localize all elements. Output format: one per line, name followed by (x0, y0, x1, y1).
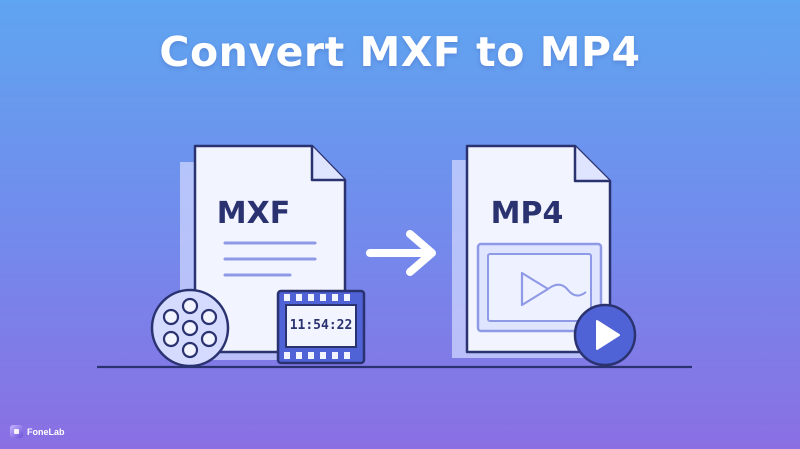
target-format-label: MP4 (490, 196, 564, 231)
source-format-label: MXF (216, 196, 291, 231)
fonelab-logo-icon (10, 425, 23, 438)
play-button-icon (573, 303, 637, 367)
filmstrip-icon (276, 289, 366, 365)
brand-name: FoneLab (27, 426, 65, 437)
video-frame-icon (476, 242, 603, 333)
film-reel-icon (150, 288, 230, 368)
page-title: Convert MXF to MP4 (159, 28, 641, 76)
arrow-right-icon (366, 230, 436, 276)
timecode-label: 11:54:22 (289, 318, 353, 333)
brand-logo: FoneLab (10, 425, 65, 438)
